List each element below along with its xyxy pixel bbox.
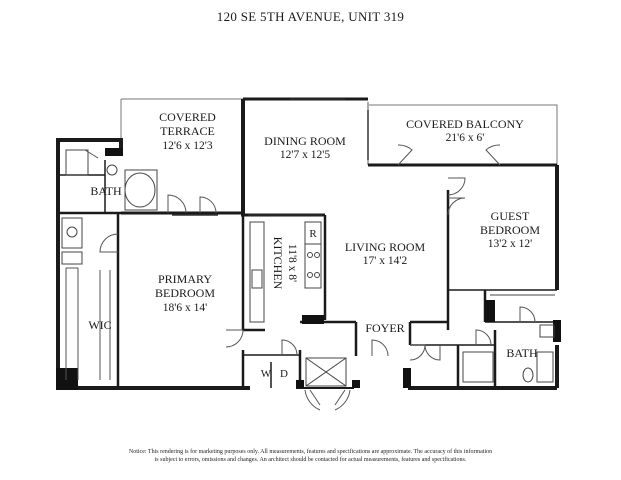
fixture-washer-label: W xyxy=(260,368,272,380)
room-name-covered-balcony: COVERED BALCONY xyxy=(406,117,524,131)
guest-bath-fixtures xyxy=(462,294,555,383)
primary-bath-fixtures xyxy=(61,149,158,265)
exterior-walls xyxy=(56,97,559,390)
room-size-primary-bedroom: 18'6 x 14' xyxy=(162,302,208,314)
room-name-primary-bedroom-line1: PRIMARY xyxy=(157,272,213,286)
room-size-covered-terrace: 12'6 x 12'3 xyxy=(162,140,213,152)
room-name-guest-bedroom-line1: GUEST xyxy=(490,209,530,223)
kitchen-fixtures xyxy=(249,221,322,323)
room-name-guest-bedroom-line2: BEDROOM xyxy=(479,223,540,237)
room-name-guest-bath: BATH xyxy=(506,346,538,360)
door-swings xyxy=(84,144,536,411)
balcony-outline xyxy=(369,104,558,165)
room-name-living-room: LIVING ROOM xyxy=(344,240,426,254)
terrace-outline xyxy=(120,98,243,140)
room-name-kitchen: KITCHEN xyxy=(271,236,285,290)
fixture-dryer-label: D xyxy=(280,368,288,380)
room-size-dining-room: 12'7 x 12'5 xyxy=(279,149,331,161)
room-size-guest-bedroom: 13'2 x 12' xyxy=(487,238,533,250)
disclaimer-line-1: Notice: This rendering is for marketing … xyxy=(128,449,493,455)
fixture-refrigerator-label: R xyxy=(309,228,317,240)
room-name-primary-bath: BATH xyxy=(90,184,122,198)
structural-columns xyxy=(56,148,561,390)
room-name-covered-terrace-line1: COVERED xyxy=(159,110,216,124)
room-name-foyer: FOYER xyxy=(365,321,405,335)
room-size-kitchen: 11'8 x 8' xyxy=(286,243,298,283)
room-size-covered-balcony: 21'6 x 6' xyxy=(445,132,485,144)
room-name-dining-room: DINING ROOM xyxy=(264,134,346,148)
disclaimer-line-2: is subject to errors, omissions and chan… xyxy=(154,457,467,463)
interior-walls xyxy=(60,160,557,388)
room-name-primary-bedroom-line2: BEDROOM xyxy=(154,286,215,300)
room-name-covered-terrace-line2: TERRACE xyxy=(160,124,215,138)
room-size-living-room: 17' x 14'2 xyxy=(362,255,408,267)
wic-shelving xyxy=(65,267,111,380)
room-name-wic: WIC xyxy=(88,318,112,332)
sliding-doors xyxy=(172,98,369,216)
entry-closet xyxy=(305,357,347,387)
page-title: 120 SE 5TH AVENUE, UNIT 319 xyxy=(216,9,405,24)
